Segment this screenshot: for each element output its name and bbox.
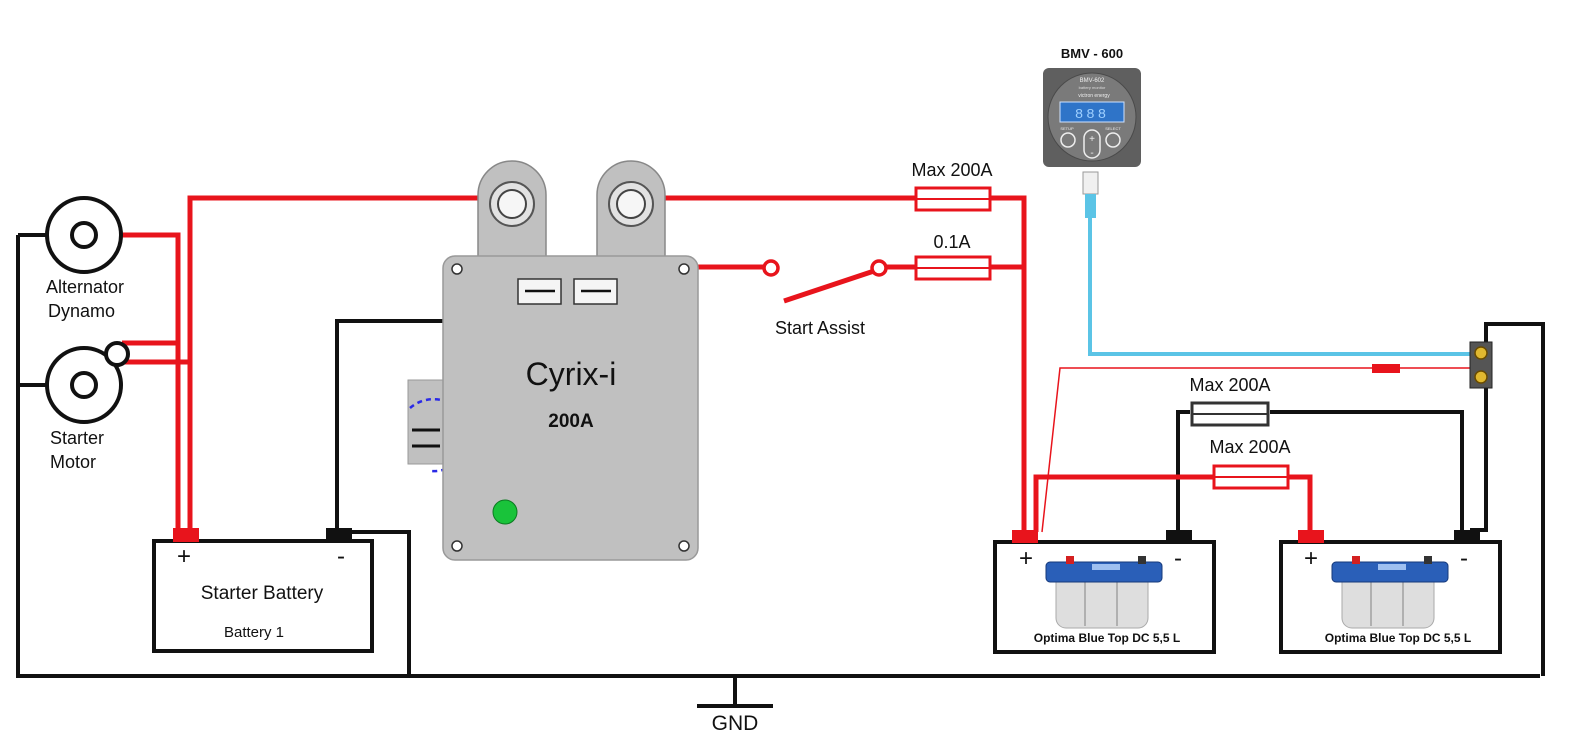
start-assist-contact-right bbox=[870, 259, 888, 277]
house-battery-1-image bbox=[1045, 556, 1163, 629]
bmv-select-button bbox=[1105, 132, 1121, 148]
house-battery-1-minus: - bbox=[1174, 545, 1182, 572]
cyrix-rating: 200A bbox=[548, 411, 594, 432]
alternator-inner-circle bbox=[70, 221, 98, 249]
cyrix-screw-bl bbox=[451, 540, 463, 552]
house-negative-link-wire bbox=[1176, 410, 1190, 533]
bmv-face-sub: battery monitor bbox=[1079, 85, 1106, 90]
alternator-positive-wire bbox=[120, 232, 181, 532]
starter-solenoid-circle bbox=[104, 341, 130, 367]
bmv-face-brand: victron energy bbox=[1078, 93, 1110, 99]
bmv-setup-label: SETUP bbox=[1060, 126, 1074, 131]
alternator: Alternator Dynamo bbox=[45, 196, 124, 321]
cyrix-relay: Cyrix-i 200A bbox=[407, 160, 699, 561]
cyrix-screws bbox=[451, 263, 690, 552]
cyrix-side-bracket bbox=[407, 379, 447, 465]
starter-battery-positive-terminal bbox=[173, 528, 199, 542]
bmv-plus-glyph: + bbox=[1089, 134, 1095, 145]
house-negative-link-wire-2 bbox=[1270, 410, 1464, 533]
shunt-bolt-bottom bbox=[1474, 370, 1488, 384]
cyrix-left-nut-inner bbox=[497, 189, 527, 219]
house-battery-2-minus: - bbox=[1460, 545, 1468, 572]
starter-motor: Starter Motor bbox=[45, 341, 130, 472]
cyrix-screw-tr bbox=[678, 263, 690, 275]
house-positive-link-wire bbox=[1033, 474, 1214, 532]
fuse-top-out-wire bbox=[990, 195, 1027, 532]
fuse-low-label: Max 200A bbox=[1209, 437, 1290, 457]
house-battery-2-image bbox=[1331, 556, 1449, 629]
starter-inner-circle bbox=[70, 371, 98, 399]
starter-battery: + - Starter Battery Battery 1 bbox=[152, 528, 374, 653]
shunt-bolt-top bbox=[1474, 346, 1488, 360]
shunt-sense-wire bbox=[1041, 367, 1474, 533]
start-assist-label: Start Assist bbox=[775, 318, 865, 338]
starter-battery-plus: + bbox=[177, 543, 191, 570]
start-assist-contact-left bbox=[762, 259, 780, 277]
starter-battery-minus: - bbox=[337, 543, 345, 570]
house-battery-1: + - Optima Blue Top DC 5,5 L bbox=[993, 530, 1216, 654]
bmv-rj-connector bbox=[1082, 171, 1099, 195]
house-battery-1-positive-terminal bbox=[1012, 530, 1038, 543]
fuse-small: 0.1A bbox=[914, 232, 992, 281]
battery1-to-cyrix-wire bbox=[187, 195, 490, 532]
starter-battery-body bbox=[152, 539, 374, 653]
bmv-screen-digits: 888 bbox=[1075, 107, 1109, 123]
fuse-small-label: 0.1A bbox=[933, 232, 970, 252]
fuse-top-label: Max 200A bbox=[911, 160, 992, 180]
house-battery-1-label: Optima Blue Top DC 5,5 L bbox=[1034, 631, 1180, 645]
gnd-label: GND bbox=[712, 712, 759, 735]
bmv-minus-glyph: - bbox=[1090, 148, 1093, 159]
start-assist-switch-lever bbox=[783, 268, 875, 304]
bmv-select-label: SELECT bbox=[1105, 126, 1121, 131]
house-battery-2-negative-terminal bbox=[1454, 530, 1480, 543]
shunt-battery-wire bbox=[1470, 384, 1488, 532]
cyrix-screw-tl bbox=[451, 263, 463, 275]
cyrix-screw-br bbox=[678, 540, 690, 552]
alternator-label-line2: Dynamo bbox=[48, 301, 115, 321]
house-battery-2-plus: + bbox=[1304, 545, 1318, 572]
bmv-monitor: BMV - 600 BMV-602 battery monitor victro… bbox=[1043, 46, 1141, 218]
positive-wires bbox=[120, 195, 1313, 532]
starter-label-line1: Starter bbox=[50, 428, 104, 448]
starter-label-line2: Motor bbox=[50, 452, 96, 472]
bmv-rj-boot bbox=[1085, 194, 1096, 218]
fuse-mid: Max 200A bbox=[1189, 375, 1271, 427]
house-battery-2-label: Optima Blue Top DC 5,5 L bbox=[1325, 631, 1471, 645]
bmv-face-model: BMV-602 bbox=[1080, 78, 1105, 84]
fuse-low: Max 200A bbox=[1209, 437, 1291, 490]
bmv-screen bbox=[1059, 101, 1125, 123]
cyrix-status-led bbox=[492, 499, 518, 525]
battery-shunt bbox=[1469, 341, 1493, 389]
house-battery-1-negative-terminal bbox=[1166, 530, 1192, 543]
bmv-setup-button bbox=[1060, 132, 1076, 148]
starter-battery-negative-wire bbox=[346, 530, 411, 676]
bmv-title: BMV - 600 bbox=[1061, 46, 1123, 61]
bmv-data-cable bbox=[1088, 218, 1474, 356]
cyrix-right-nut-inner bbox=[616, 189, 646, 219]
starter-battery-subtitle: Battery 1 bbox=[224, 624, 284, 641]
shunt-ground-wire bbox=[1484, 322, 1545, 676]
cyrix-name: Cyrix-i bbox=[526, 356, 617, 392]
house-battery-2: + - Optima Blue Top DC 5,5 L bbox=[1279, 530, 1502, 654]
starter-battery-title: Starter Battery bbox=[201, 583, 324, 604]
cyrix-body bbox=[442, 255, 699, 561]
fuse-top: Max 200A bbox=[911, 160, 993, 212]
house-positive-link-wire-2 bbox=[1288, 474, 1313, 532]
bmv-updown-button bbox=[1083, 129, 1101, 159]
alternator-label-line1: Alternator bbox=[46, 277, 124, 297]
ground-bus-wire bbox=[16, 235, 1540, 678]
starter-battery-negative-terminal bbox=[326, 528, 352, 542]
fuse-mid-label: Max 200A bbox=[1189, 375, 1270, 395]
sense-fuse bbox=[1372, 364, 1400, 373]
house-battery-1-plus: + bbox=[1019, 545, 1033, 572]
house-battery-2-positive-terminal bbox=[1298, 530, 1324, 543]
